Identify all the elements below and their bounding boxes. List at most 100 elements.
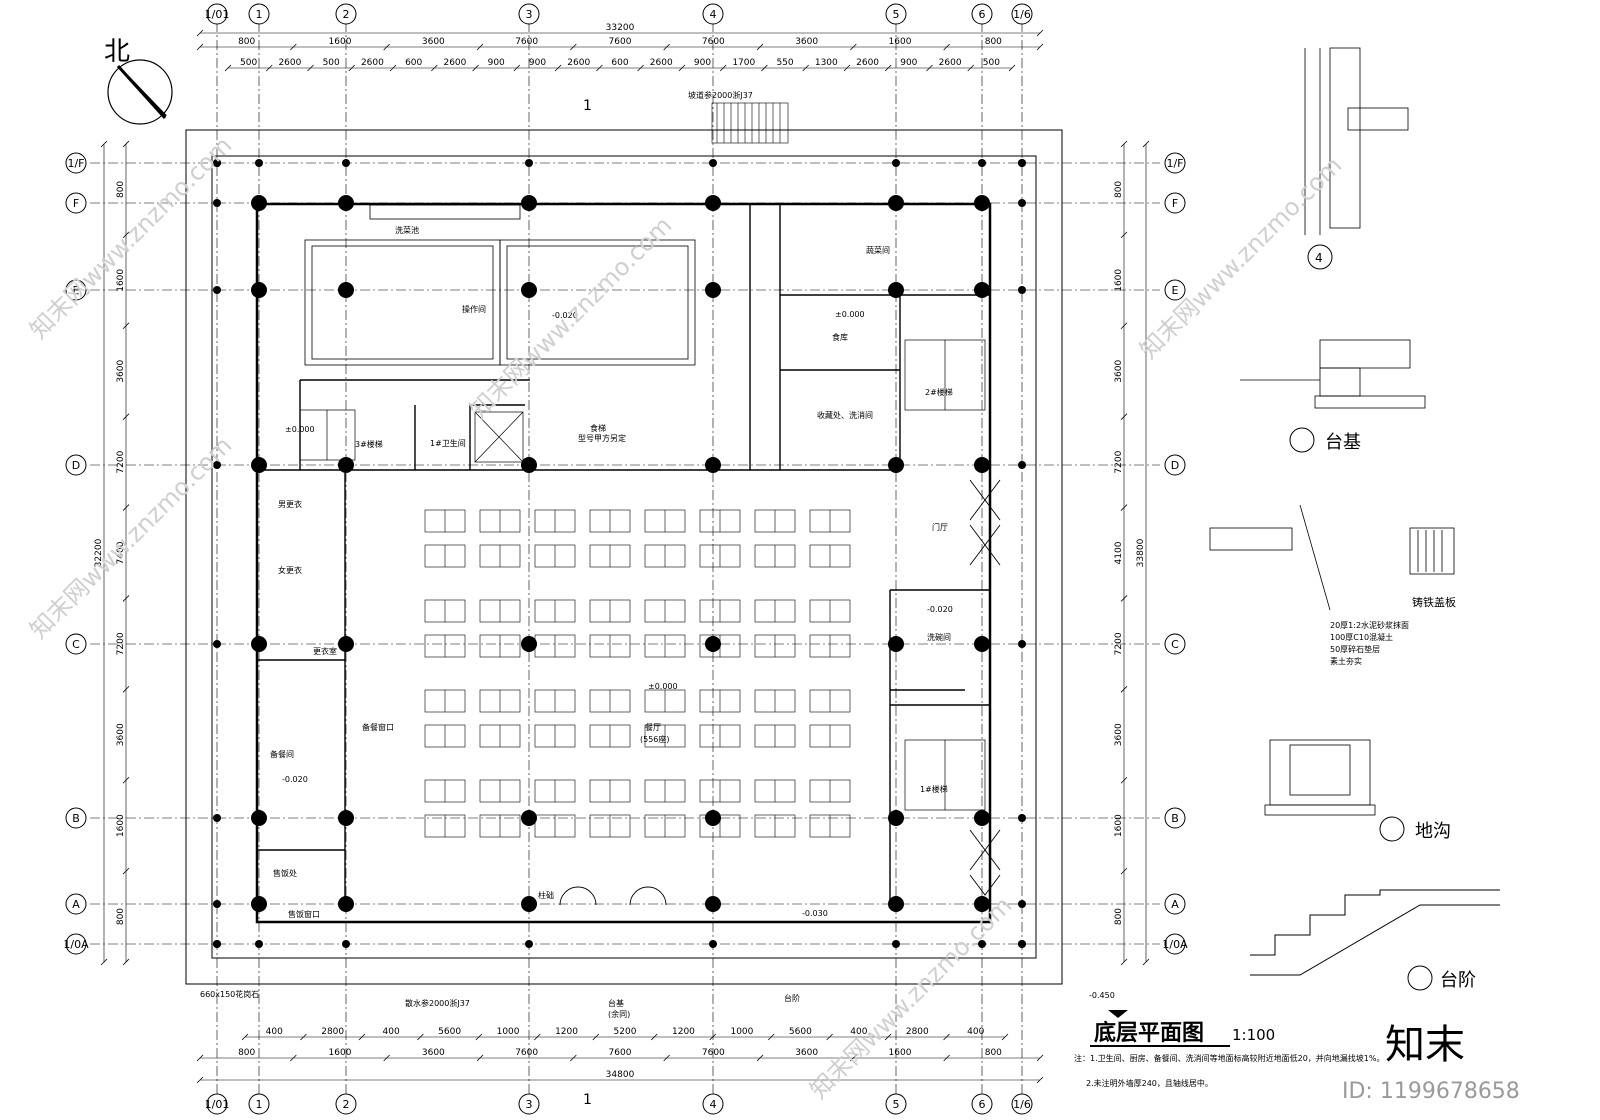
column bbox=[251, 282, 267, 298]
column bbox=[251, 896, 267, 912]
axis-label-row: 1/F bbox=[67, 157, 84, 170]
column bbox=[974, 195, 990, 211]
dimension-value: 7600 bbox=[515, 1048, 538, 1058]
drawing-scale: 1:100 bbox=[1232, 1026, 1275, 1044]
detail-4-wall bbox=[1304, 47, 1409, 235]
dimension-value: 7600 bbox=[702, 1048, 725, 1058]
axis-label-col: 1 bbox=[256, 1098, 263, 1111]
axis-label-col: 5 bbox=[893, 8, 900, 21]
column-small bbox=[213, 940, 221, 948]
layer-2: 100厚C10混凝土 bbox=[1330, 632, 1393, 642]
column bbox=[705, 896, 721, 912]
column-small bbox=[342, 940, 350, 948]
dimension-value: 3600 bbox=[795, 1048, 818, 1058]
axis-bubble-col bbox=[518, 1093, 540, 1115]
stone-label: 660x150花岗石 bbox=[200, 989, 259, 999]
axis-bubble-col bbox=[702, 3, 724, 25]
axis-bubble-col bbox=[885, 1093, 907, 1115]
dimension-value: 5200 bbox=[614, 1027, 637, 1037]
dimension-value: 800 bbox=[1114, 181, 1124, 198]
trench-layers: 20厚1:2水泥砂浆抹面 100厚C10混凝土 50厚碎石垫层 素土夯实 bbox=[1330, 620, 1409, 666]
column bbox=[338, 195, 354, 211]
dimension-value: 1600 bbox=[116, 814, 126, 837]
detail-4-bubble bbox=[1307, 244, 1333, 270]
column bbox=[521, 195, 537, 211]
column bbox=[705, 195, 721, 211]
dimension-value: 1600 bbox=[116, 269, 126, 292]
dressing-f-label: 女更衣 bbox=[278, 565, 302, 575]
column-small bbox=[892, 159, 900, 167]
dimension-value: 600 bbox=[611, 58, 628, 68]
prep-room-label: 备餐间 bbox=[270, 749, 294, 759]
column-base-label: 柱础 bbox=[538, 890, 554, 900]
grid-lines-vertical bbox=[216, 22, 1023, 1098]
stair2-label: 2#楼梯 bbox=[925, 387, 953, 397]
axis-label-col: 4 bbox=[710, 1098, 717, 1111]
column-small bbox=[525, 940, 533, 948]
platform-sub-label: (余同) bbox=[608, 1009, 630, 1019]
dimension-value: 34800 bbox=[606, 1070, 635, 1080]
axis-bubble-col bbox=[335, 3, 357, 25]
drawing-title: 底层平面图 bbox=[1094, 1020, 1204, 1046]
column bbox=[974, 457, 990, 473]
axis-bubble-row bbox=[65, 454, 87, 476]
column-small bbox=[213, 159, 221, 167]
lobby-label: 门厅 bbox=[932, 522, 948, 532]
wash-room-label: 洗碗间 bbox=[927, 632, 951, 642]
axis-label-col: 4 bbox=[710, 8, 717, 21]
column bbox=[888, 195, 904, 211]
dimension-value: 2600 bbox=[939, 58, 962, 68]
entrance-doors bbox=[559, 479, 1001, 906]
dimension-value: 7600 bbox=[515, 37, 538, 47]
axis-bubble-row bbox=[1164, 454, 1186, 476]
section-mark-top: 1 bbox=[583, 98, 592, 114]
detail-2-bubble bbox=[1379, 816, 1405, 842]
column bbox=[888, 282, 904, 298]
column bbox=[705, 810, 721, 826]
dimension-value: 600 bbox=[405, 58, 422, 68]
axis-bubble-col bbox=[248, 1093, 270, 1115]
axis-bubble-row bbox=[65, 152, 87, 174]
axis-label-row: B bbox=[72, 812, 80, 825]
dimension-value: 2600 bbox=[278, 58, 301, 68]
layer-1: 20厚1:2水泥砂浆抹面 bbox=[1330, 620, 1409, 630]
axis-label-row: C bbox=[1171, 638, 1179, 651]
column bbox=[888, 810, 904, 826]
dimension-value: 2600 bbox=[443, 58, 466, 68]
stair3-label: 3#楼梯 bbox=[355, 439, 383, 449]
column bbox=[338, 282, 354, 298]
axis-bubble-row bbox=[1164, 192, 1186, 214]
dimension-value: 7200 bbox=[116, 450, 126, 473]
watermark-4: 知末网www.znzmo.com bbox=[24, 431, 237, 644]
dimension-value: 2800 bbox=[321, 1027, 344, 1037]
column bbox=[338, 636, 354, 652]
dimension-value: 5600 bbox=[789, 1027, 812, 1037]
dimension-value: 33200 bbox=[606, 23, 635, 33]
column-small bbox=[255, 940, 263, 948]
axis-bubble-row bbox=[65, 933, 87, 955]
toilet-label: 1#卫生间 bbox=[430, 438, 466, 448]
column bbox=[521, 282, 537, 298]
north-label: 北 bbox=[104, 37, 130, 67]
dimension-value: 4100 bbox=[1114, 541, 1124, 564]
ticket-window-label: 售饭窗口 bbox=[288, 909, 320, 919]
column bbox=[974, 282, 990, 298]
kitchen-label: 操作间 bbox=[462, 304, 486, 314]
dimension-value: 3600 bbox=[422, 1048, 445, 1058]
axis-label-col: 1/6 bbox=[1013, 1098, 1031, 1111]
dimension-value: 5600 bbox=[438, 1027, 461, 1037]
elevation-pantry: ±0.000 bbox=[835, 310, 865, 319]
section-mark-bottom: 1 bbox=[583, 1092, 592, 1108]
dimension-value: 3600 bbox=[116, 723, 126, 746]
axis-label-row: C bbox=[72, 638, 80, 651]
pantry-label: 食库 bbox=[832, 332, 848, 342]
axis-label-row: B bbox=[1171, 812, 1179, 825]
dimension-value: 800 bbox=[238, 37, 255, 47]
axis-bubble-col bbox=[206, 1093, 228, 1115]
dimension-value: 500 bbox=[240, 58, 257, 68]
detail-3-platform bbox=[1240, 339, 1426, 409]
dimension-value: 3600 bbox=[1114, 723, 1124, 746]
axis-label-row: A bbox=[1171, 898, 1179, 911]
axis-label-row: D bbox=[72, 459, 80, 472]
